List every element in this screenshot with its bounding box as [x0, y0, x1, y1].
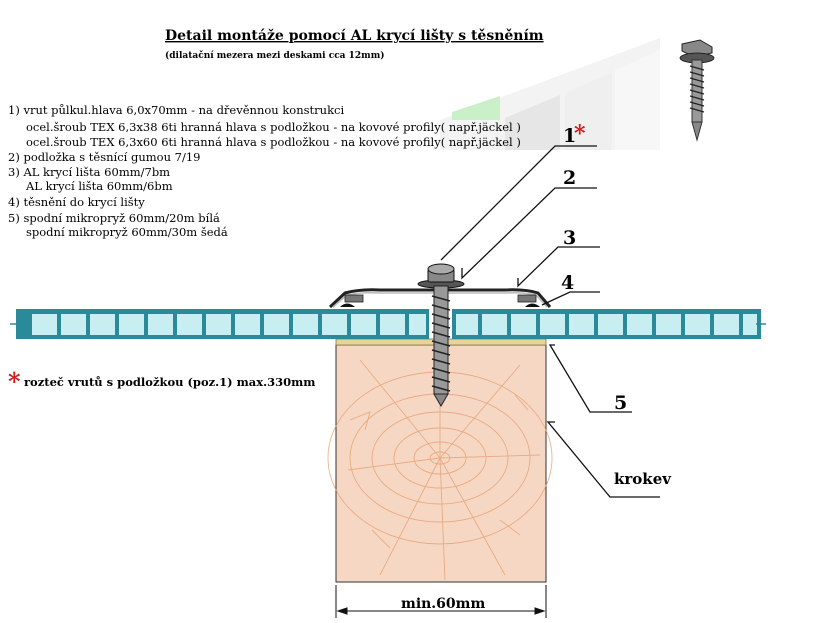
width-dimension [335, 585, 547, 618]
callout-1: 1 [563, 125, 576, 147]
legend-item: 3) AL krycí lišta 60mm/7bm [8, 165, 170, 179]
legend-item: 2) podložka s těsnící gumou 7/19 [8, 150, 200, 164]
callout-4: 4 [561, 272, 574, 294]
callout-3: 3 [563, 227, 576, 249]
legend-item: ocel.šroub TEX 6,3x60 6ti hranná hlava s… [26, 135, 521, 149]
legend-item: ocel.šroub TEX 6,3x38 6ti hranná hlava s… [26, 120, 521, 134]
background-panel-graphic [440, 38, 660, 150]
diagram-title: Detail montáže pomocí AL krycí lišty s t… [165, 28, 544, 44]
callout-2: 2 [563, 167, 576, 189]
dimension-label: min.60mm [401, 596, 485, 612]
legend-item: spodní mikropryž 60mm/30m šedá [26, 225, 228, 239]
polycarbonate-panel-left [10, 309, 429, 339]
legend-item: 4) těsnění do krycí lišty [8, 195, 145, 209]
tex-screw-image [679, 39, 715, 142]
callout-5: 5 [614, 392, 627, 414]
rafter-label: krokev [614, 470, 672, 488]
callout-1-star: * [574, 121, 586, 147]
callout-leader-lines [440, 145, 660, 498]
legend-item: AL krycí lišta 60mm/6bm [25, 179, 173, 193]
legend-item: 5) spodní mikropryž 60mm/20m bílá [8, 211, 220, 225]
polycarbonate-panel-right [452, 309, 766, 339]
fastening-screw [417, 263, 465, 407]
cover-strip-gaskets [340, 303, 540, 307]
note-star: * [8, 367, 21, 396]
legend-item: 1) vrut půlkul.hlava 6,0x70mm - na dřevě… [8, 103, 344, 117]
diagram-subtitle: (dilatační mezera mezi deskami cca 12mm) [165, 50, 384, 61]
parts-legend: 1) vrut půlkul.hlava 6,0x70mm - na dřevě… [8, 103, 521, 239]
screw-spacing-note: rozteč vrutů s podložkou (poz.1) max.330… [24, 375, 315, 389]
